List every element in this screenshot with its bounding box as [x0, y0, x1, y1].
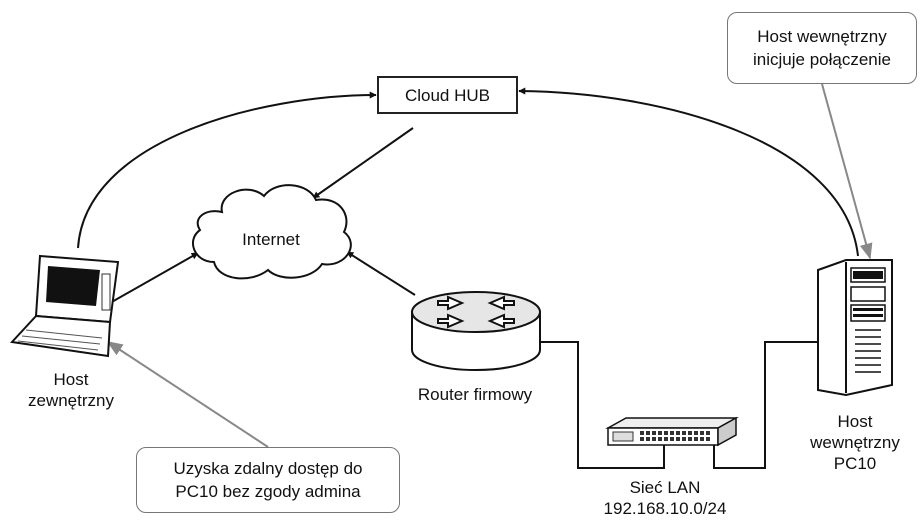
- router-icon: [411, 291, 541, 371]
- switch-label-line2: 192.168.10.0/24: [603, 499, 727, 518]
- cloud-hub-label: Cloud HUB: [404, 85, 491, 105]
- callout-external-host: Uzyska zdalny dostęp do PC10 bez zgody a…: [136, 447, 400, 513]
- server-icon: [817, 259, 893, 397]
- callout-internal-line2: inicjuje połączenie: [753, 50, 891, 69]
- switch-label: Sieć LAN 192.168.10.0/24: [580, 477, 750, 519]
- internal-host-label-line2: wewnętrzny: [810, 433, 900, 452]
- arrow-router-to-internet: [346, 251, 416, 296]
- internal-host-label: Host wewnętrzny PC10: [795, 411, 915, 474]
- switch-icon: [605, 416, 739, 447]
- callout-external-line2: PC10 bez zgody admina: [175, 482, 361, 501]
- callout-external-line1: Uzyska zdalny dostęp do: [173, 459, 363, 478]
- arc-server-to-hub: [518, 87, 859, 257]
- callout-internal-line1: Host wewnętrzny: [757, 27, 887, 46]
- laptop-icon: [9, 254, 120, 358]
- internet-label: Internet: [242, 230, 300, 249]
- cloud-hub-box: Cloud HUB: [377, 76, 518, 114]
- router-label: Router firmowy: [417, 385, 533, 404]
- internal-host-label-line1: Host: [837, 412, 873, 431]
- callout-arrow-internal: [821, 83, 873, 260]
- arc-laptop-to-hub: [77, 91, 377, 249]
- arrow-hub-to-internet: [312, 127, 414, 199]
- callout-internal-host: Host wewnętrzny inicjuje połączenie: [727, 12, 917, 84]
- arrow-laptop-to-internet: [109, 252, 199, 304]
- internal-host-label-line3: PC10: [833, 454, 877, 473]
- cable-switch-to-server: [713, 341, 818, 469]
- external-host-label: Host zewnętrzny: [16, 369, 126, 411]
- external-host-label-line2: zewnętrzny: [28, 391, 114, 410]
- internet-cloud-icon: [192, 184, 352, 280]
- cable-router-to-switch: [540, 341, 665, 469]
- switch-label-line1: Sieć LAN: [629, 478, 701, 497]
- callout-arrow-external: [106, 341, 269, 448]
- external-host-label-line1: Host: [53, 370, 89, 389]
